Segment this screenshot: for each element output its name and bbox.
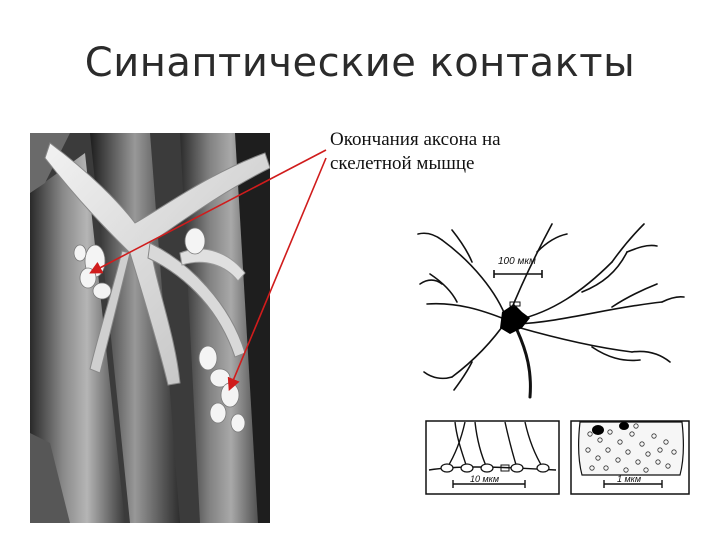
neuron-diagram	[417, 223, 685, 399]
caption: Окончания аксона на скелетной мышце	[330, 128, 590, 176]
right-panel-scale-label: 1 мкм	[617, 474, 642, 484]
synapse-panel-left	[425, 420, 560, 495]
slide-title: Синаптические контакты	[84, 40, 636, 86]
caption-line-2: скелетной мышце	[330, 153, 475, 174]
synapse-panel-right	[570, 420, 690, 495]
neuron-scale-label: 100 мкм	[498, 256, 536, 267]
muscle-micrograph	[30, 133, 270, 523]
caption-line-1: Окончания аксона на	[330, 129, 501, 150]
left-panel-scale-label: 10 мкм	[470, 474, 500, 484]
